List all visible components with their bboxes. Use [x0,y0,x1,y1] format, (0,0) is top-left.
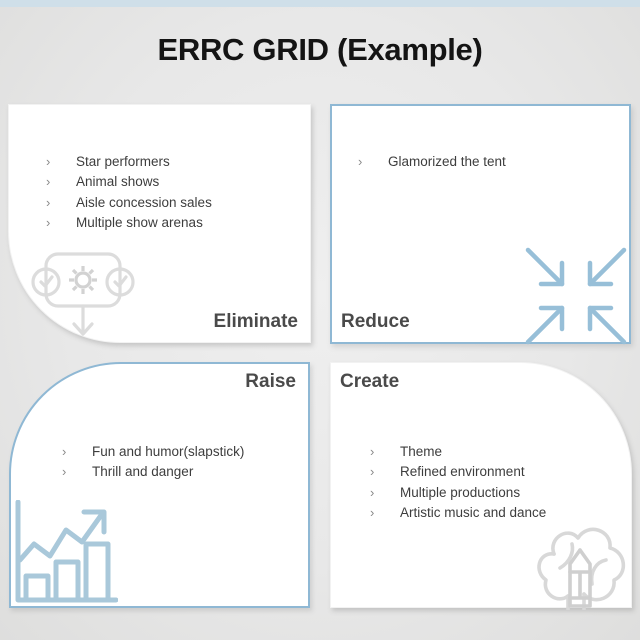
bullet-icon: › [46,174,51,190]
page-title: ERRC GRID (Example) [157,32,483,67]
bullet-icon: › [62,444,67,459]
bullet-icon: › [46,214,51,230]
list-item: › Multiple show arenas [46,213,212,233]
list-item-label: Thrill and danger [92,464,194,480]
list-item-label: Multiple productions [400,484,521,500]
quadrant-raise[interactable] [9,362,310,608]
list-item: › Fun and humor(slapstick) [62,442,244,462]
list-item-label: Multiple show arenas [76,214,203,230]
list-item: › Aisle concession sales [46,193,212,213]
bullet-icon: › [62,464,67,480]
list-item-label: Theme [400,444,443,459]
list-item: › Multiple productions [370,483,546,503]
quadrant-label-raise: Raise [245,371,296,392]
bullet-icon: › [46,154,51,169]
quadrant-label-create: Create [340,371,400,392]
eliminate-item-list: › Star performers › Animal shows › Aisle… [46,152,212,233]
list-item-label: Animal shows [76,174,160,190]
list-item-label: Artistic music and dance [400,504,547,520]
quadrant-reduce[interactable] [330,104,631,344]
bullet-icon: › [370,464,375,480]
reduce-item-list: › Glamorized the tent [358,152,506,172]
quadrant-label-reduce: Reduce [341,311,410,332]
list-item: › Animal shows [46,172,212,192]
list-item-label: Glamorized the tent [388,154,506,169]
list-item: › Star performers [46,152,212,172]
bullet-icon: › [370,504,375,520]
bullet-icon: › [358,154,363,169]
bullet-icon: › [370,444,375,459]
bullet-icon: › [46,194,51,210]
quadrant-label-eliminate: Eliminate [213,311,298,332]
list-item: › Artistic music and dance [370,503,546,523]
raise-item-list: › Fun and humor(slapstick) › Thrill and … [62,442,244,483]
list-item: › Refined environment [370,462,546,482]
list-item: › Theme [370,442,546,462]
bullet-icon: › [370,484,375,500]
list-item-label: Refined environment [400,464,525,480]
create-item-list: › Theme › Refined environment › Multiple… [370,442,546,523]
list-item-label: Fun and humor(slapstick) [92,444,245,459]
list-item-label: Aisle concession sales [76,194,212,210]
list-item: › Thrill and danger [62,462,244,482]
list-item-label: Star performers [76,154,170,169]
list-item: › Glamorized the tent [358,152,506,172]
